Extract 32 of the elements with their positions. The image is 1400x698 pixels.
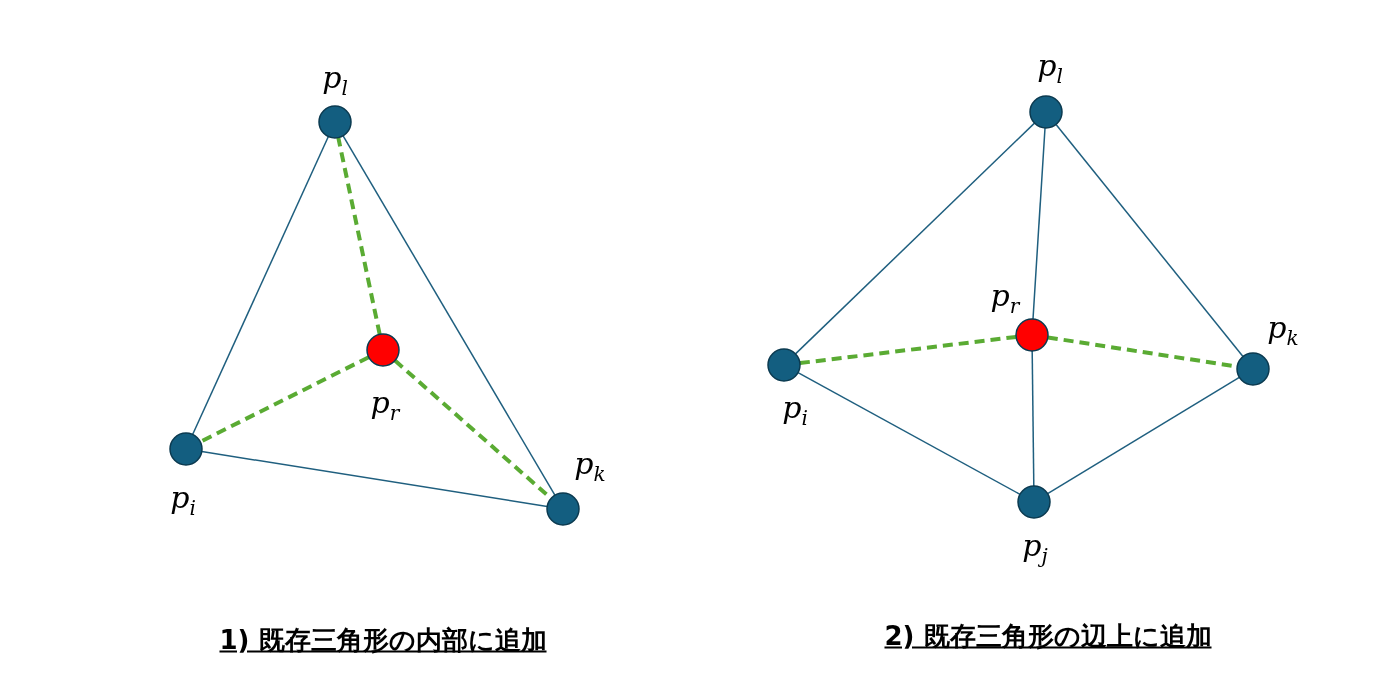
vertex-point <box>767 348 801 382</box>
dashed-edge <box>336 137 382 335</box>
panel-caption: 2) 既存三角形の辺上に追加 <box>884 619 1212 653</box>
triangle-edge <box>1032 127 1046 320</box>
vertex-point <box>546 492 580 526</box>
triangle-edge <box>342 135 556 496</box>
vertex-point <box>318 105 352 139</box>
triangle-edge <box>1055 123 1244 358</box>
triangle-edge <box>797 371 1021 496</box>
inserted-point <box>366 333 400 367</box>
triangle-edge <box>201 450 548 508</box>
vertex-point <box>1029 95 1063 129</box>
point-label: p$_{i}$ <box>170 482 196 518</box>
inserted-point <box>1015 318 1049 352</box>
point-label: p$_{k}$ <box>574 448 606 484</box>
triangle-edge <box>1031 350 1035 487</box>
panel-caption: 1) 既存三角形の内部に追加 <box>219 623 547 657</box>
point-label: p$_{i}$ <box>782 392 808 428</box>
point-label: p$_{j}$ <box>1022 530 1048 566</box>
vertex-point <box>169 432 203 466</box>
point-label: p$_{l}$ <box>322 62 348 98</box>
point-label: p$_{k}$ <box>1267 312 1299 348</box>
point-label: p$_{r}$ <box>370 387 400 423</box>
point-label: p$_{r}$ <box>990 280 1020 316</box>
triangle-edge <box>1046 376 1241 495</box>
point-label: p$_{l}$ <box>1037 50 1063 86</box>
vertex-point <box>1017 485 1051 519</box>
triangle-edge <box>191 135 330 436</box>
triangle-edge <box>794 122 1036 355</box>
dashed-edge <box>199 355 370 444</box>
vertex-point <box>1236 352 1270 386</box>
dashed-edge <box>799 334 1017 366</box>
